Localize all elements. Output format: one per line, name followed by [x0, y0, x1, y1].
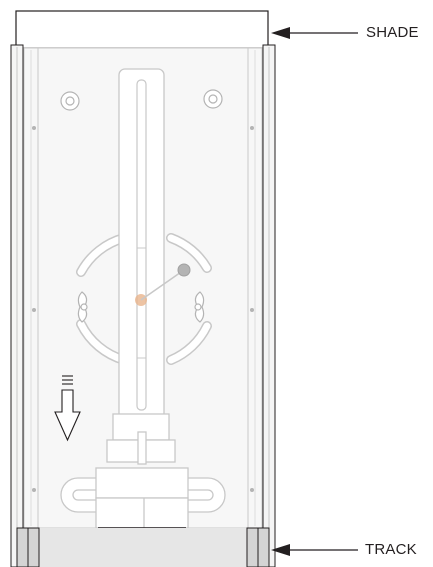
wing-nut-left: [77, 291, 88, 323]
left-rail: [10, 44, 39, 567]
callout-arrow-shade: [271, 27, 358, 39]
rail-rivets: [32, 126, 254, 492]
track: [16, 527, 270, 567]
down-arrow-icon: [54, 375, 81, 442]
track-label: TRACK: [365, 541, 417, 558]
pivot-knob: [135, 263, 191, 306]
mounting-screw-left: [60, 91, 80, 111]
mounting-screw-right: [203, 89, 223, 109]
lamp-tube: [118, 68, 165, 420]
wing-nut-right: [194, 291, 205, 323]
shade-label: SHADE: [366, 24, 419, 41]
bottom-clamp: [60, 467, 226, 529]
shade-box: [15, 10, 269, 49]
callout-arrow-track: [271, 544, 358, 556]
lamp-socket: [106, 413, 176, 465]
right-rail: [247, 44, 276, 567]
